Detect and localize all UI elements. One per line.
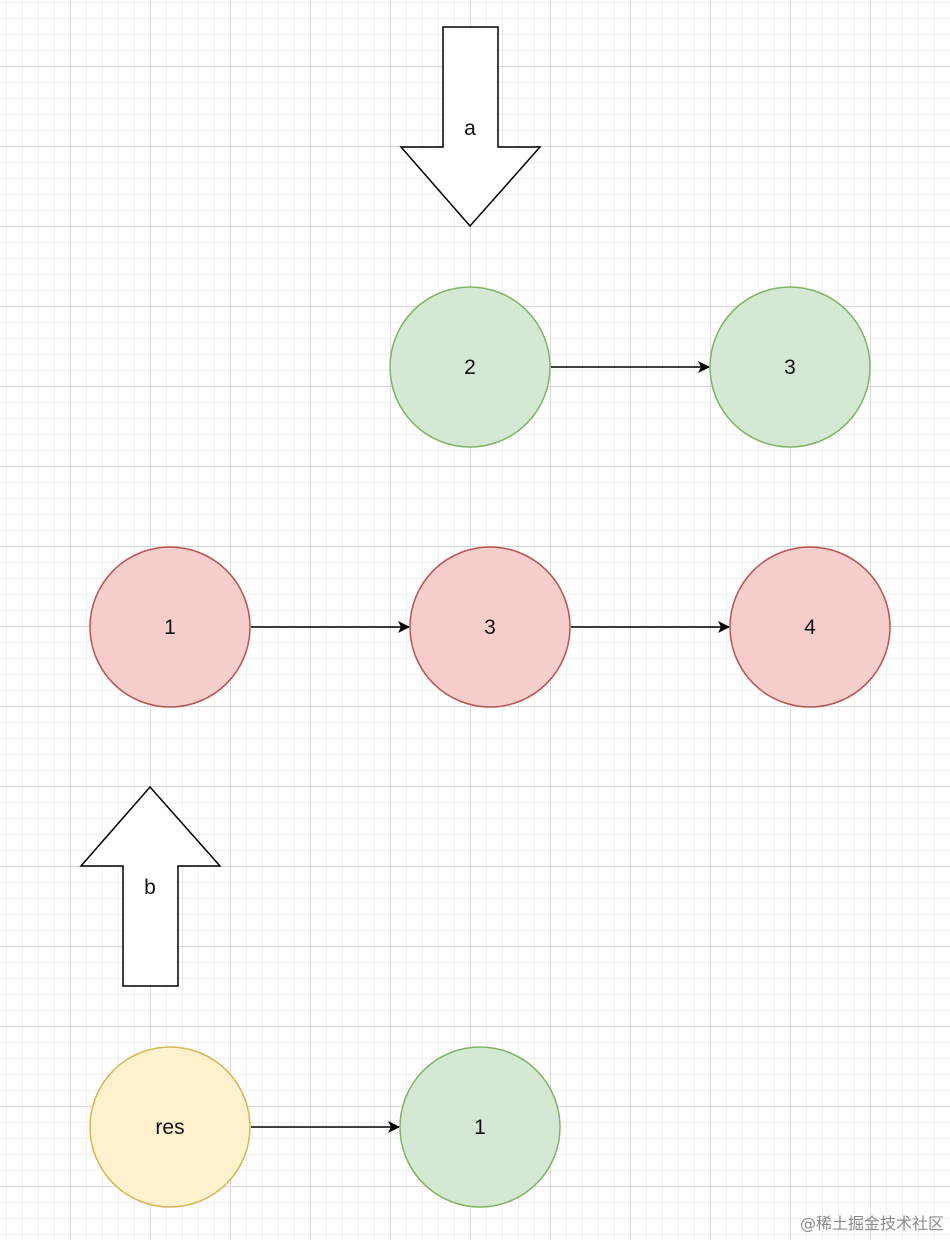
node-label: 3 [784,356,796,379]
result-node-res: res [89,1046,251,1208]
node-circle [729,546,891,708]
node-circle [399,1046,561,1208]
pointer-a-arrow: a [399,26,542,228]
result-node-1: 1 [399,1046,561,1208]
down-arrow-shape [399,26,542,228]
node-label: 2 [464,356,476,379]
list-a-node-2: 3 [709,286,871,448]
pointer-a-label: a [464,117,476,140]
node-circle [409,546,571,708]
node-label: 1 [474,1116,486,1139]
node-label: 3 [484,616,496,639]
node-label: res [155,1116,184,1139]
pointer-b-arrow: b [79,785,222,987]
watermark: @稀土掘金技术社区 [799,1214,944,1233]
node-label: 1 [164,616,176,639]
list-b-node-1: 1 [89,546,251,708]
node-label: 4 [804,616,816,639]
list-b-node-3: 4 [729,546,891,708]
node-circle [89,546,251,708]
list-b-node-2: 3 [409,546,571,708]
node-circle [89,1046,251,1208]
up-arrow-shape [79,785,222,987]
pointer-b-label: b [144,876,156,899]
list-a-node-1: 2 [389,286,551,448]
node-circle [389,286,551,448]
node-circle [709,286,871,448]
edges [251,361,730,1133]
